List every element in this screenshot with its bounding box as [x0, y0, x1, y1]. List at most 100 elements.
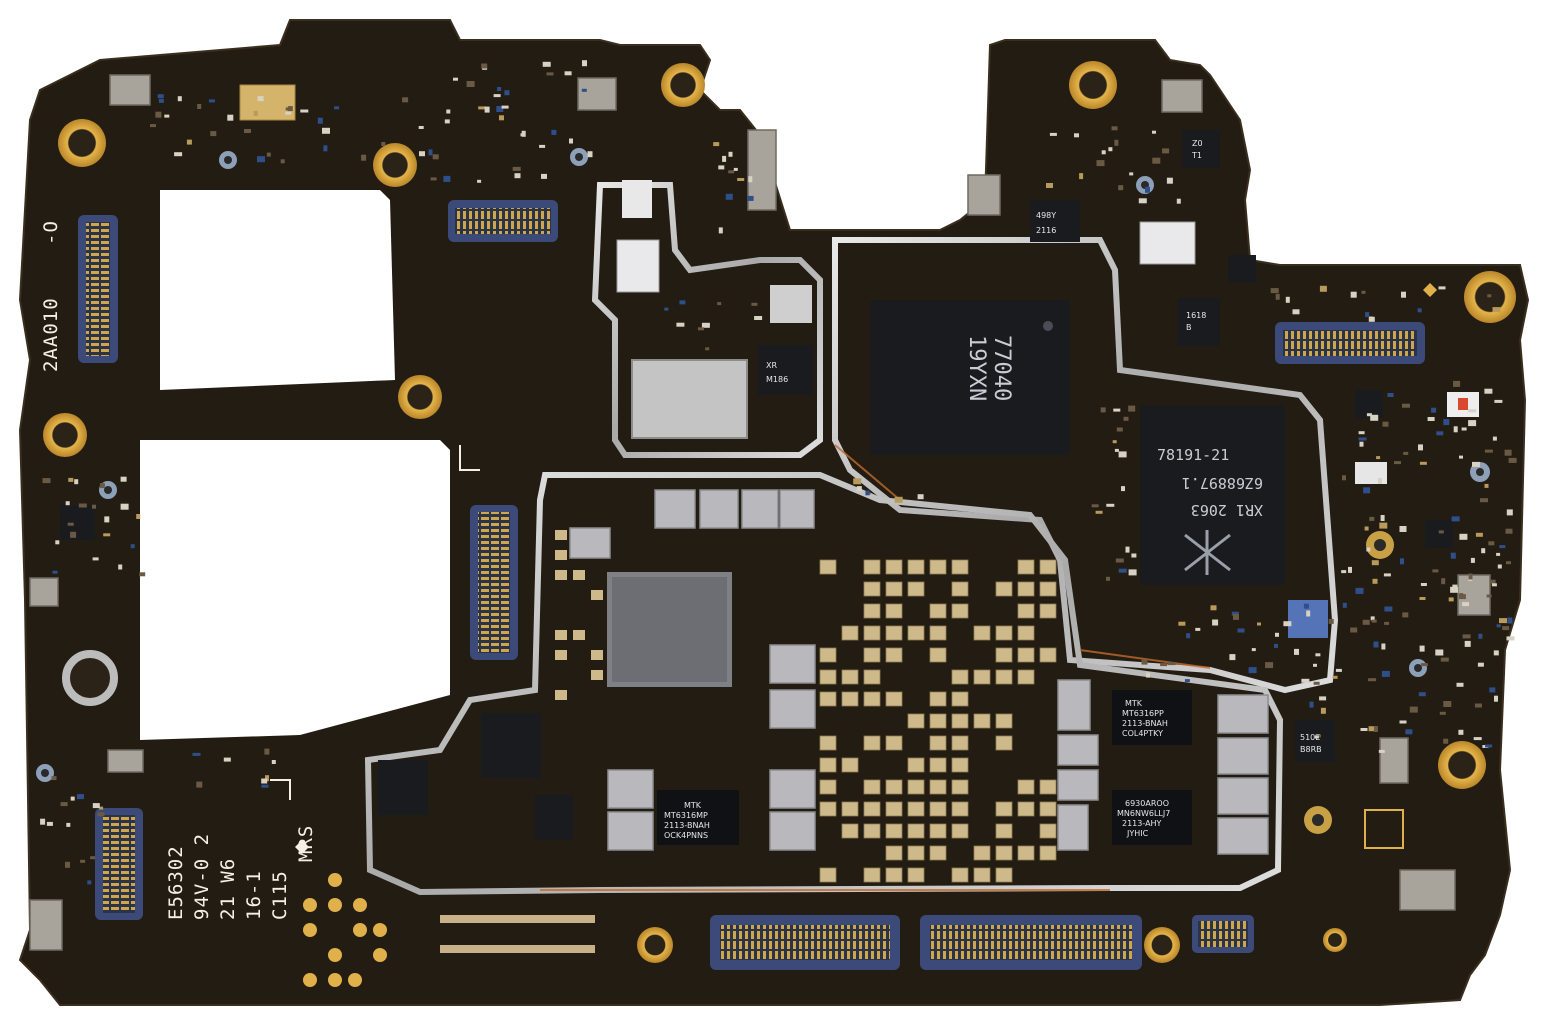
capacitor — [841, 669, 859, 685]
smd-part — [1427, 417, 1435, 421]
smd-part — [1456, 682, 1464, 687]
capacitor — [951, 581, 969, 597]
smd-part — [1468, 420, 1477, 427]
smd-part — [717, 302, 722, 306]
smd-part — [1419, 461, 1427, 465]
smd-part — [92, 803, 100, 809]
capacitor — [841, 823, 859, 839]
smd-part — [728, 170, 735, 174]
smd-part — [1451, 516, 1460, 522]
smd-part — [1499, 618, 1507, 624]
chip-qualcomm: 77040 19YXN — [870, 300, 1070, 455]
smd-part — [1459, 533, 1468, 540]
capacitor — [973, 713, 991, 729]
smd-part — [1438, 530, 1444, 534]
capacitor — [573, 570, 585, 580]
smd-part — [1440, 657, 1449, 662]
smd-part — [265, 775, 269, 782]
smd-part — [1348, 566, 1352, 573]
smd-part — [493, 94, 501, 98]
smd-part — [78, 503, 87, 508]
smd-part — [42, 478, 51, 484]
smd-part — [1368, 726, 1376, 732]
capacitor — [929, 691, 947, 707]
smd-part — [1486, 594, 1492, 598]
smd-part — [164, 114, 170, 118]
capacitor — [863, 559, 881, 575]
smd-part — [1403, 451, 1409, 455]
capacitor — [929, 647, 947, 663]
capacitor — [885, 779, 903, 795]
small-chip-2-line2: 2116 — [1036, 226, 1056, 235]
chip-qualcomm-line1: 77040 — [989, 335, 1014, 401]
smd-part — [136, 514, 141, 519]
smd-part — [1459, 593, 1464, 598]
capacitor — [885, 647, 903, 663]
smd-part — [542, 61, 551, 67]
smd-part — [1233, 613, 1239, 620]
smd-part — [1301, 678, 1310, 683]
smd-part — [1420, 663, 1428, 667]
smd-part — [1506, 509, 1513, 516]
smd-part — [481, 63, 488, 69]
smd-part — [1350, 627, 1358, 633]
smd-part — [55, 540, 60, 545]
smd-part — [1313, 681, 1320, 685]
smd-part — [1504, 449, 1512, 456]
smd-part — [120, 503, 129, 510]
capacitor-field — [555, 530, 1057, 883]
small-chip-5-line2: B8RB — [1300, 745, 1322, 754]
smd-part — [453, 77, 458, 81]
chip-mtk-large: 78191-21 6Z68897.1 XR1 2063 — [1140, 405, 1285, 585]
silkscreen: 2AA010 -O E56302 94V-0 2 21 W6 16-1 C115… — [40, 220, 1437, 920]
capacitor — [995, 625, 1013, 641]
smd-part — [1360, 728, 1368, 731]
smd-part — [1229, 654, 1236, 661]
smd-part — [60, 802, 68, 807]
smd-part — [402, 97, 409, 103]
capacitor — [995, 801, 1013, 817]
smd-part — [1494, 399, 1503, 403]
smd-part — [1402, 403, 1410, 408]
smd-part — [430, 177, 437, 181]
smd-part — [1366, 547, 1371, 552]
smd-part — [287, 106, 293, 112]
smd-part — [497, 87, 502, 91]
smd-part — [725, 193, 733, 200]
smd-part — [856, 486, 862, 492]
smd-part — [1313, 663, 1317, 667]
smd-part — [722, 155, 727, 162]
smd-part — [1439, 711, 1446, 715]
smd-part — [74, 479, 79, 485]
smd-part — [1231, 611, 1239, 616]
capacitor — [1017, 845, 1035, 861]
smd-part — [65, 501, 70, 506]
smd-part — [1461, 427, 1467, 431]
cutout-bottom — [140, 440, 450, 740]
capacitor — [591, 670, 603, 680]
capacitor — [929, 559, 947, 575]
smd-part — [68, 477, 74, 482]
small-chip-1-line2: T1 — [1191, 151, 1202, 160]
chip-mtk-c: 6930AROO MN6NW6LLJ7 2113-AHY JYHIC — [1112, 790, 1192, 845]
smd-part — [1506, 561, 1511, 565]
smd-part — [737, 178, 745, 181]
smd-part — [1492, 436, 1497, 441]
capacitor — [1039, 845, 1057, 861]
capacitor — [995, 845, 1013, 861]
capacitor — [819, 757, 837, 773]
capacitor — [841, 625, 859, 641]
capacitor — [973, 867, 991, 883]
smd-part — [1468, 573, 1473, 580]
smd-part — [1381, 670, 1390, 677]
smd-part — [1091, 504, 1099, 508]
smd-part — [1212, 619, 1219, 626]
smd-part — [322, 127, 330, 134]
smd-part — [1079, 173, 1084, 180]
smd-part — [1505, 528, 1513, 534]
smd-part — [432, 154, 439, 160]
smd-part — [1160, 663, 1168, 667]
smd-part — [1401, 291, 1406, 298]
capacitor — [1017, 779, 1035, 795]
